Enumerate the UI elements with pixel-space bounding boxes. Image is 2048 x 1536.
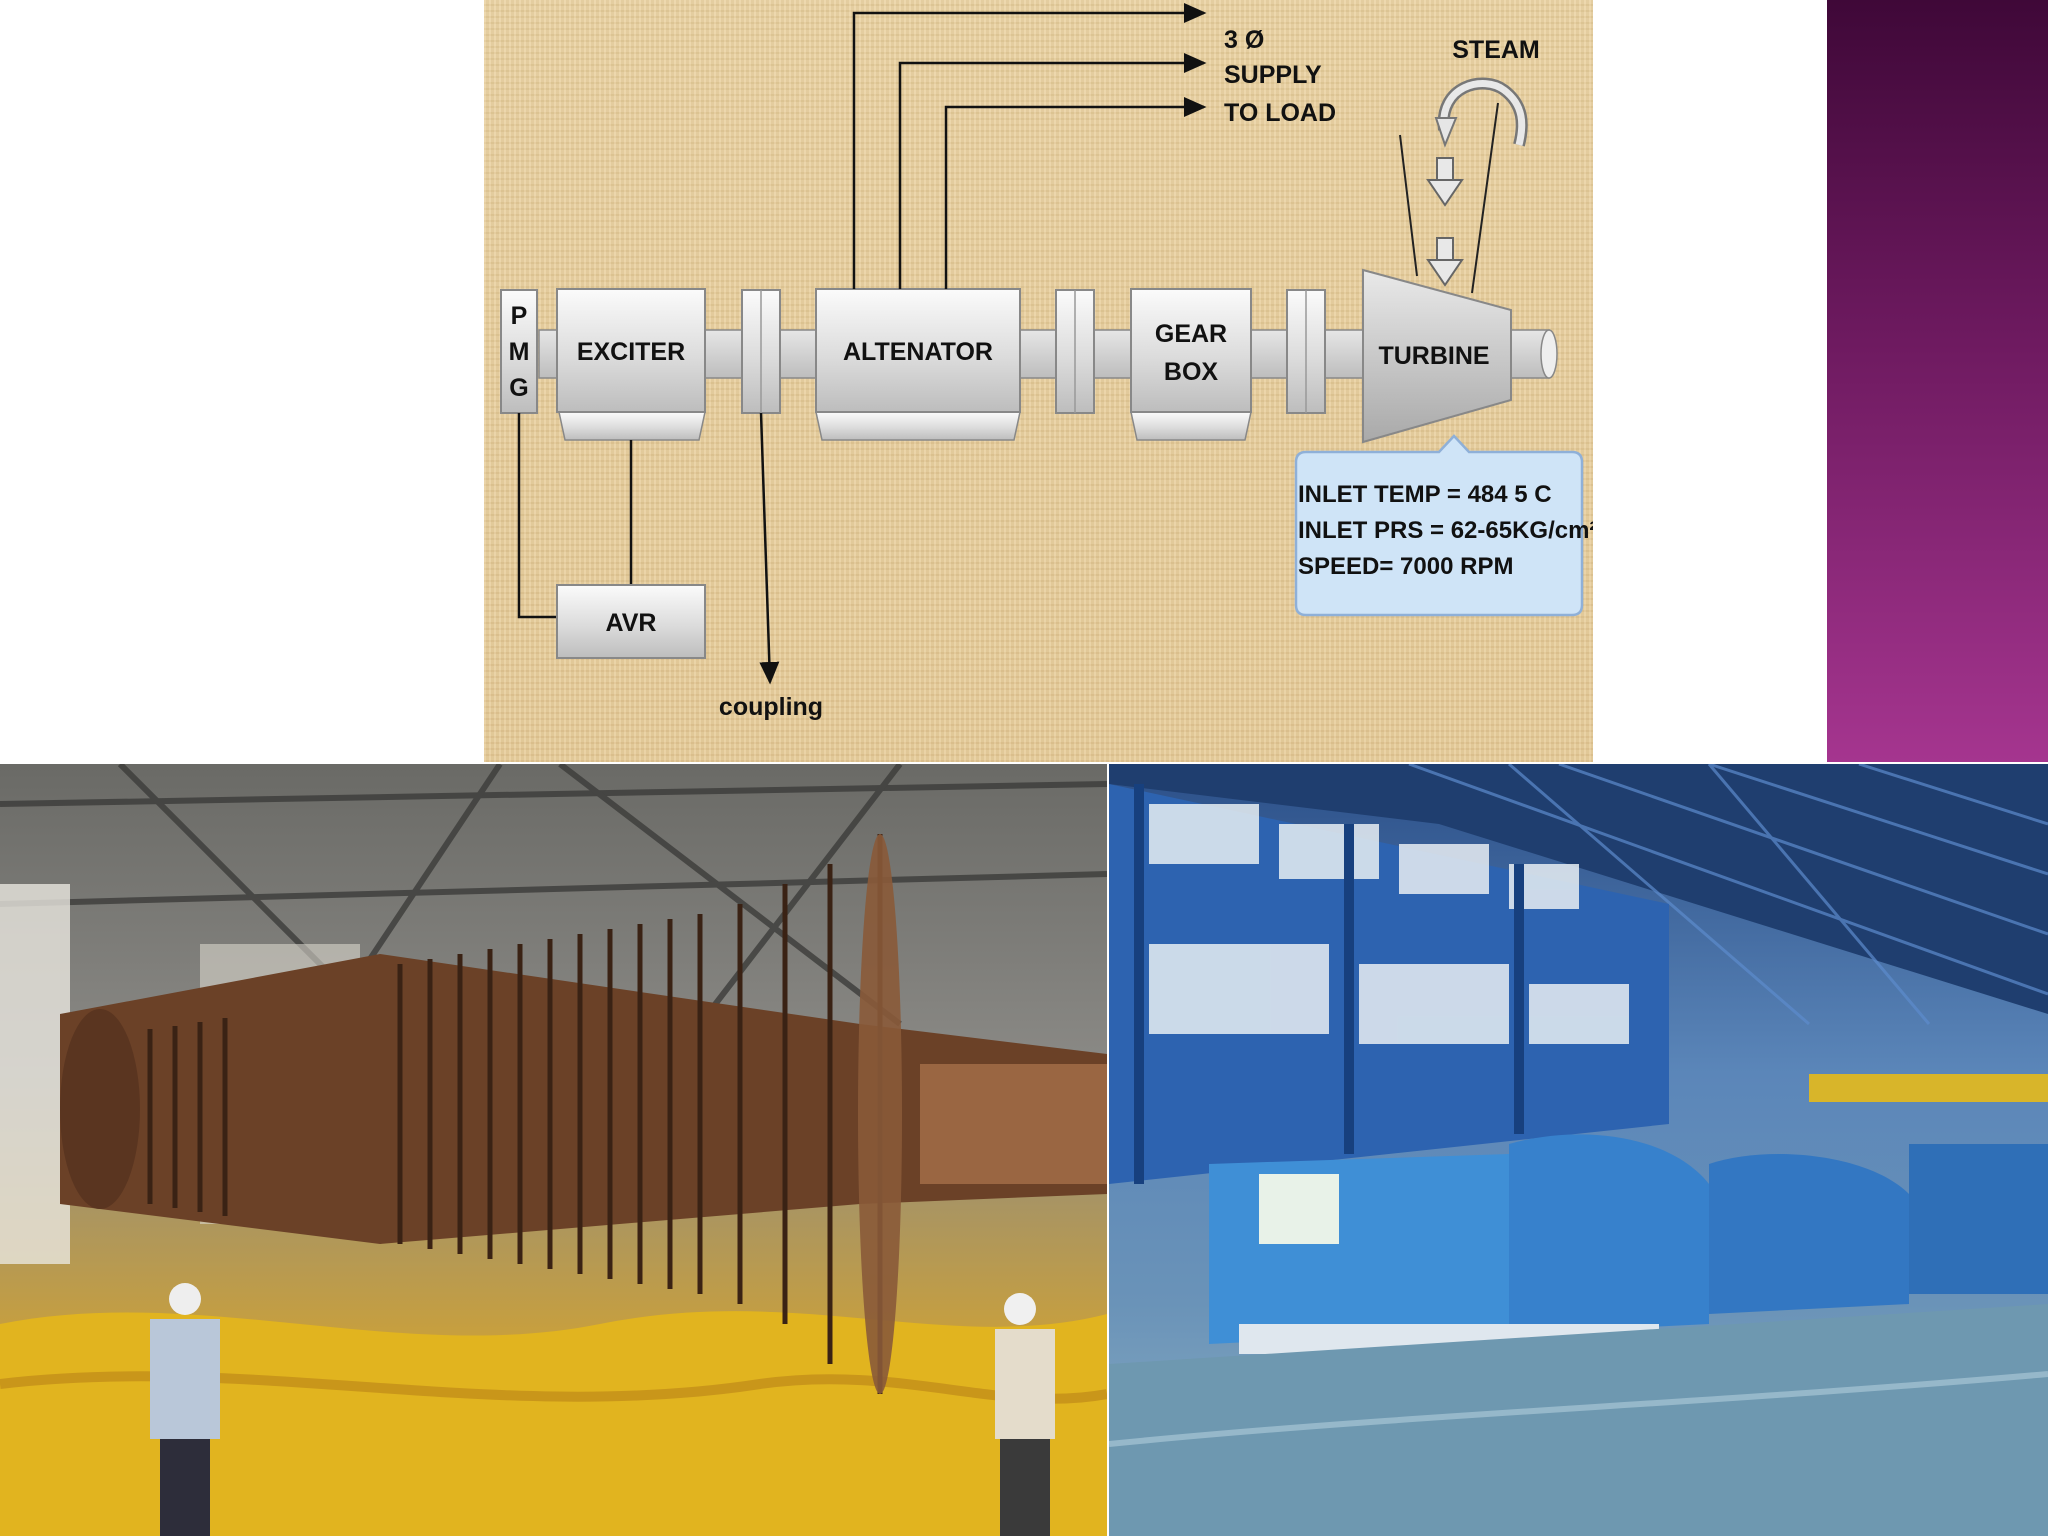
supply-label-line2: SUPPLY	[1224, 61, 1322, 89]
supply-line-1	[852, 3, 1207, 289]
pmg-avr-wire	[517, 413, 557, 619]
avr-label: AVR	[606, 609, 657, 637]
pmg-letter-m: M	[509, 338, 530, 366]
coupling-label: coupling	[719, 693, 823, 721]
coupling-pointer	[759, 412, 780, 685]
spec-callout	[1294, 434, 1584, 617]
spec-speed: SPEED= 7000 RPM	[1298, 553, 1513, 580]
side-accent-band	[1827, 0, 2048, 762]
gearbox-label-line2: BOX	[1164, 358, 1219, 386]
pmg-letter-p: P	[511, 302, 528, 330]
spec-inlet-temp: INLET TEMP = 484 5 C	[1298, 481, 1552, 508]
gearbox-label-line1: GEAR	[1155, 320, 1227, 348]
shaft-end	[1540, 329, 1558, 379]
steam-down-arrow-2	[1426, 237, 1464, 287]
diagram-canvas: P M G EXCITER ALTENATOR GEAR BOX TURBINE	[500, 3, 1593, 721]
alternator-base	[815, 411, 1021, 441]
turbine-rotor-photo	[0, 764, 1107, 1536]
alternator-box	[815, 288, 1021, 413]
turbine-label: TURBINE	[1378, 342, 1489, 370]
alternator-label: ALTENATOR	[843, 338, 993, 366]
gearbox-base	[1130, 411, 1252, 441]
steam-arrow-head	[1434, 117, 1458, 148]
avr-box	[556, 584, 706, 659]
turbine-casing	[1362, 268, 1512, 444]
supply-line-3	[944, 97, 1207, 289]
supply-label-line1: 3 Ø	[1224, 26, 1264, 54]
supply-line-2	[898, 53, 1207, 289]
gearbox-box	[1130, 288, 1252, 413]
turbine-generator-diagram: P M G EXCITER ALTENATOR GEAR BOX TURBINE	[484, 0, 1593, 762]
turbine-hall-photo	[1109, 764, 2048, 1536]
pmg-letter-g: G	[509, 374, 528, 402]
steam-down-arrow-1	[1426, 157, 1464, 207]
supply-label-line3: TO LOAD	[1224, 99, 1336, 127]
exciter-box	[556, 288, 706, 413]
exciter-label: EXCITER	[577, 338, 685, 366]
spec-inlet-pressure: INLET PRS = 62-65KG/cm²	[1298, 517, 1593, 544]
steam-label: STEAM	[1452, 36, 1540, 64]
exciter-base	[558, 411, 706, 441]
